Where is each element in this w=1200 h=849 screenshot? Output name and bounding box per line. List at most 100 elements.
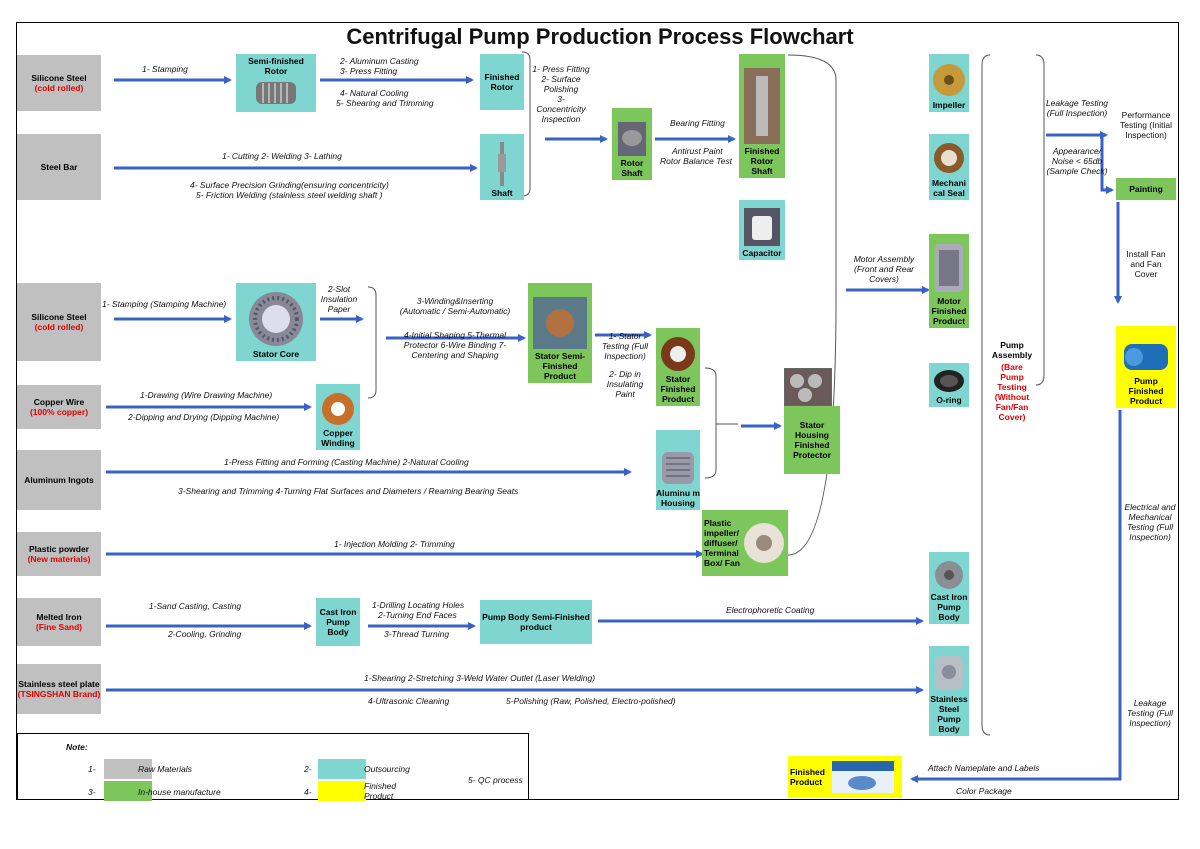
raw-silicone-steel-2: Silicone Steel (cold rolled) bbox=[17, 283, 101, 361]
node-motor-finished: Motor Finished Product bbox=[929, 234, 969, 328]
label-shearing-stretching-welding: 1-Shearing 2-Stretching 3-Weld Water Out… bbox=[364, 673, 596, 683]
label-automatic: (Automatic / Semi-Automatic) bbox=[399, 306, 511, 316]
arrow-final-down bbox=[910, 410, 1122, 783]
raw-copper-wire: Copper Wire (100% copper) bbox=[17, 385, 101, 429]
node-pump-finished-product: Pump Finished Product bbox=[1116, 326, 1176, 408]
legend-raw-materials: Raw Materials bbox=[138, 764, 192, 774]
label-electrophoretic: Electrophoretic Coating bbox=[726, 605, 815, 615]
finished-rotor-shaft-image bbox=[744, 68, 780, 144]
pump-image bbox=[1124, 344, 1168, 370]
legend-finished-product: Finished Product bbox=[364, 781, 397, 801]
node-finished-product: Finished Product bbox=[788, 756, 902, 798]
node-painting: Painting bbox=[1116, 178, 1176, 200]
copper-winding-image bbox=[322, 393, 354, 425]
legend-num-3: 3- bbox=[88, 787, 96, 797]
mechanical-seal-image bbox=[934, 143, 964, 173]
node-plastic-parts: Plastic impeller/ diffuser/ Terminal Box… bbox=[702, 510, 788, 576]
label-press-fitting: 3- Press Fitting bbox=[340, 66, 398, 76]
node-finished-rotor-shaft: Finished Rotor Shaft bbox=[739, 54, 785, 178]
rotor-image bbox=[256, 82, 296, 104]
node-stator-finished: Stator Finished Product bbox=[656, 328, 700, 406]
legend-num-1: 1- bbox=[88, 764, 96, 774]
node-cast-iron-pump-body-2: Cast Iron Pump Body bbox=[929, 552, 969, 624]
raw-silicone-steel-1: Silicone Steel (cold rolled) bbox=[17, 55, 101, 111]
label-rotor-balance-test: Rotor Balance Test bbox=[660, 156, 732, 166]
node-aluminum-housing: Aluminu m Housing bbox=[656, 430, 700, 510]
legend-swatch-inhouse bbox=[104, 781, 152, 801]
bracket-stator bbox=[367, 286, 377, 399]
aluminum-housing-image bbox=[662, 452, 694, 484]
plastic-impeller-image bbox=[744, 523, 784, 563]
bracket-assembly-left bbox=[981, 54, 991, 736]
legend-inhouse: In-house manufacture bbox=[138, 787, 221, 797]
label-winding-inserting: 3-Winding&Inserting bbox=[416, 296, 494, 306]
node-shaft: Shaft bbox=[480, 134, 524, 200]
label-cutting-welding-lathing: 1- Cutting 2- Welding 3- Lathing bbox=[222, 151, 342, 161]
motor-image bbox=[935, 244, 963, 292]
label-electrical-mechanical-testing: Electrical and Mechanical Testing (Full … bbox=[1124, 502, 1176, 542]
label-press-fitting-2: 1- Press Fitting bbox=[532, 64, 590, 74]
label-ultrasonic-cleaning: 4-Ultrasonic Cleaning bbox=[368, 696, 450, 706]
label-color-package: Color Package bbox=[956, 786, 1012, 796]
node-pump-body-semi: Pump Body Semi-Finished product bbox=[480, 600, 592, 644]
label-install-fan: Install Fan and Fan Cover bbox=[1126, 249, 1166, 279]
label-concentricity-inspection: Concentricity Inspection bbox=[536, 104, 586, 124]
node-semi-finished-rotor: Semi-finished Rotor bbox=[236, 54, 316, 112]
legend-num-2: 2- bbox=[304, 764, 312, 774]
node-oring: O-ring bbox=[929, 363, 969, 407]
label-dip-insulating-paint: 2- Dip in Insulating Paint bbox=[606, 369, 644, 399]
label-sand-casting: 1-Sand Casting, Casting bbox=[148, 601, 242, 611]
raw-plastic-powder: Plastic powder (New materials) bbox=[17, 532, 101, 576]
stator-finished-image bbox=[661, 337, 695, 371]
stator-semi-image bbox=[533, 297, 587, 349]
node-stator-semi-finished: Stator Semi-Finished Product bbox=[528, 283, 592, 383]
node-stator-housing-finished: Stator Housing Finished Protector bbox=[784, 406, 840, 474]
stator-housing-image bbox=[784, 368, 832, 406]
shaft-image bbox=[498, 142, 506, 186]
legend-swatch-raw bbox=[104, 759, 152, 779]
diagram-frame bbox=[16, 22, 1179, 800]
node-copper-winding: Copper Winding bbox=[316, 384, 360, 450]
node-impeller: Impeller bbox=[929, 54, 969, 112]
arrow-to-painting bbox=[1100, 135, 1114, 194]
label-stamping: 1- Stamping bbox=[142, 64, 188, 74]
node-rotor-shaft: Rotor Shaft bbox=[612, 108, 652, 180]
bracket-motor bbox=[787, 54, 837, 556]
label-bearing-fitting: Bearing Fitting bbox=[670, 118, 725, 128]
label-leakage-testing-2: Leakage Testing (Full Inspection) bbox=[1127, 698, 1173, 728]
label-friction-welding: 5- Friction Welding (stainless steel wel… bbox=[196, 190, 383, 200]
raw-stainless-plate: Stainless steel plate (TSINGSHAN Brand) bbox=[17, 664, 101, 714]
oring-image bbox=[934, 370, 964, 392]
label-motor-assembly: Motor Assembly (Front and Rear Covers) bbox=[853, 254, 915, 284]
label-surface-grinding: 4- Surface Precision Grinding(ensuring c… bbox=[190, 180, 389, 190]
label-antirust-paint: Antirust Paint bbox=[672, 146, 723, 156]
node-cast-iron-pump-body: Cast Iron Pump Body bbox=[316, 598, 360, 646]
node-pump-assembly: Pump Assembly (Bare Pump Testing (Withou… bbox=[991, 340, 1033, 422]
label-thread-turning: 3-Thread Turning bbox=[384, 629, 450, 639]
legend-swatch-finished bbox=[318, 781, 366, 801]
bracket-rotor bbox=[521, 51, 531, 197]
legend-note: Note: bbox=[66, 742, 88, 752]
capacitor-image bbox=[744, 208, 780, 246]
label-surface-polishing: 2- Surface Polishing bbox=[541, 74, 581, 94]
label-dipping-drying: 2-Dipping and Drying (Dipping Machine) bbox=[128, 412, 280, 422]
legend: Note: 1- Raw Materials 2- Outsourcing 3-… bbox=[17, 733, 529, 801]
label-stator-testing: 1- Stator Testing (Full Inspection) bbox=[602, 331, 648, 361]
package-image bbox=[832, 761, 894, 793]
node-mechanical-seal: Mechani cal Seal bbox=[929, 134, 969, 200]
stainless-body-image bbox=[935, 656, 963, 690]
legend-num-4: 4- bbox=[304, 787, 312, 797]
page-title: Centrifugal Pump Production Process Flow… bbox=[346, 24, 854, 49]
raw-steel-bar: Steel Bar bbox=[17, 134, 101, 200]
label-leakage-testing-1: Leakage Testing (Full Inspection) bbox=[1045, 98, 1109, 118]
label-wire-drawing: 1-Drawing (Wire Drawing Machine) bbox=[140, 390, 273, 400]
node-stator-core: Stator Core bbox=[236, 283, 316, 361]
cast-iron-body-image bbox=[935, 561, 963, 589]
label-press-fitting-forming: 1-Press Fitting and Forming (Casting Mac… bbox=[224, 457, 469, 467]
raw-melted-iron: Melted Iron (Fine Sand) bbox=[17, 598, 101, 646]
legend-swatch-outsourcing bbox=[318, 759, 366, 779]
label-appearance-noise: Appearance/ Noise < 65db (Sample Check) bbox=[1046, 146, 1108, 176]
node-stainless-pump-body: Stainless Steel Pump Body bbox=[929, 646, 969, 736]
label-shaping-binding: 4-Initial Shaping 5-Thermal Protector 6-… bbox=[403, 330, 507, 360]
